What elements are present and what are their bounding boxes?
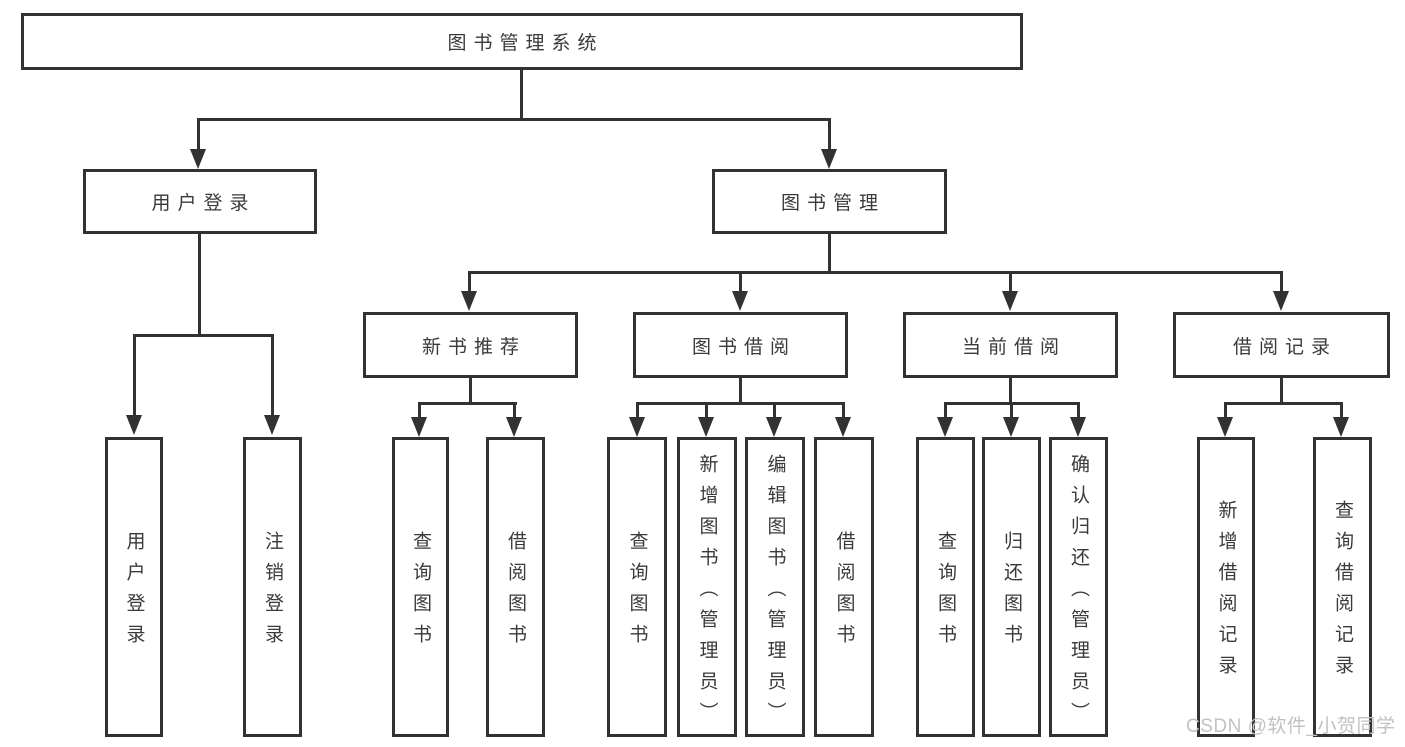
leaf-bb-borrow-book: 借阅图书	[814, 437, 874, 737]
connector-to-leaf-cb-confirm	[1077, 402, 1080, 418]
arrowhead-to-borrow-record	[1273, 291, 1289, 311]
node-current-borrow: 当前借阅	[903, 312, 1118, 378]
connector-book-management-stem	[828, 233, 831, 274]
leaf-logout-label: 注销登录	[262, 531, 283, 655]
leaf-nb-borrow-book: 借阅图书	[486, 437, 545, 737]
connector-to-leaf-br-query	[1340, 402, 1343, 418]
connector-to-leaf-bb-add	[705, 402, 708, 418]
leaf-nb-query-book: 查询图书	[392, 437, 449, 737]
leaf-cb-return-book: 归还图书	[982, 437, 1041, 737]
leaf-bb-add-book-admin-label: 新增图书（管理员）	[696, 453, 718, 733]
connector-user-login-stem	[198, 233, 201, 337]
leaf-cb-query-book-label: 查询图书	[935, 531, 956, 655]
node-borrow-record: 借阅记录	[1173, 312, 1390, 378]
connector-to-leaf-nb-borrow	[513, 402, 516, 418]
arrowhead-to-user-login	[190, 149, 206, 169]
connector-root-to-book-management	[828, 118, 831, 152]
leaf-br-add-record: 新增借阅记录	[1197, 437, 1255, 737]
arrowhead-to-leaf-cb-confirm	[1070, 417, 1086, 437]
connector-to-leaf-br-add	[1224, 402, 1227, 418]
arrowhead-to-leaf-nb-borrow	[506, 417, 522, 437]
arrowhead-to-book-management	[821, 149, 837, 169]
leaf-cb-confirm-return-admin-label: 确认归还（管理员）	[1068, 453, 1089, 733]
connector-new-book-recommend-stem	[469, 378, 472, 405]
node-book-borrow-label: 图书借阅	[691, 336, 796, 358]
connector-to-leaf-bb-edit	[773, 402, 776, 418]
leaf-bb-query-book-label: 查询图书	[626, 531, 648, 655]
leaf-nb-borrow-book-label: 借阅图书	[505, 531, 526, 655]
leaf-br-add-record-label: 新增借阅记录	[1215, 500, 1237, 686]
connector-root-crossbar	[197, 118, 831, 121]
arrowhead-to-leaf-bb-add	[698, 417, 714, 437]
arrowhead-to-leaf-bb-borrow	[835, 417, 851, 437]
arrowhead-to-leaf-br-query	[1333, 417, 1349, 437]
connector-borrow-record-crossbar	[1224, 402, 1343, 405]
connector-to-borrow-record	[1280, 271, 1283, 293]
connector-root-stem	[520, 69, 523, 119]
node-root-system: 图书管理系统	[21, 13, 1023, 70]
arrowhead-to-current-borrow	[1002, 291, 1018, 311]
connector-to-leaf-nb-query	[418, 402, 421, 418]
arrowhead-to-leaf-logout	[264, 415, 280, 435]
leaf-cb-query-book: 查询图书	[916, 437, 975, 737]
arrowhead-to-leaf-cb-return	[1003, 417, 1019, 437]
node-user-login: 用户登录	[83, 169, 317, 234]
node-new-book-recommend-label: 新书推荐	[421, 336, 526, 358]
leaf-bb-query-book: 查询图书	[607, 437, 667, 737]
arrowhead-to-leaf-bb-query	[629, 417, 645, 437]
connector-to-leaf-logout	[271, 334, 274, 417]
connector-to-current-borrow	[1009, 271, 1012, 293]
arrowhead-to-leaf-user-login	[126, 415, 142, 435]
arrowhead-to-new-book-recommend	[461, 291, 477, 311]
leaf-user-login-label: 用户登录	[123, 531, 145, 655]
arrowhead-to-leaf-cb-query	[937, 417, 953, 437]
node-borrow-record-label: 借阅记录	[1232, 336, 1337, 358]
node-root-system-label: 图书管理系统	[447, 33, 604, 54]
node-user-login-label: 用户登录	[151, 193, 256, 214]
node-book-borrow: 图书借阅	[633, 312, 848, 378]
leaf-bb-edit-book-admin-label: 编辑图书（管理员）	[764, 453, 786, 733]
connector-to-book-borrow	[739, 271, 742, 293]
arrowhead-to-leaf-nb-query	[411, 417, 427, 437]
connector-to-leaf-user-login	[133, 334, 136, 417]
connector-to-leaf-cb-return	[1010, 402, 1013, 418]
connector-new-book-recommend-crossbar	[418, 402, 517, 405]
leaf-cb-confirm-return-admin: 确认归还（管理员）	[1049, 437, 1108, 737]
connector-book-borrow-stem	[739, 378, 742, 405]
connector-user-login-crossbar	[133, 334, 274, 337]
node-book-management: 图书管理	[712, 169, 947, 234]
node-new-book-recommend: 新书推荐	[363, 312, 578, 378]
leaf-br-query-record: 查询借阅记录	[1313, 437, 1372, 737]
arrowhead-to-leaf-bb-edit	[766, 417, 782, 437]
arrowhead-to-leaf-br-add	[1217, 417, 1233, 437]
connector-book-borrow-crossbar	[636, 402, 845, 405]
leaf-bb-add-book-admin: 新增图书（管理员）	[677, 437, 737, 737]
connector-borrow-record-stem	[1280, 378, 1283, 405]
connector-to-leaf-cb-query	[944, 402, 947, 418]
connector-root-to-user-login	[197, 118, 200, 152]
leaf-cb-return-book-label: 归还图书	[1001, 531, 1022, 655]
csdn-watermark: CSDN @软件_小贺同学	[1186, 716, 1396, 737]
leaf-br-query-record-label: 查询借阅记录	[1332, 500, 1353, 686]
leaf-bb-edit-book-admin: 编辑图书（管理员）	[745, 437, 805, 737]
leaf-user-login: 用户登录	[105, 437, 163, 737]
leaf-logout: 注销登录	[243, 437, 302, 737]
leaf-bb-borrow-book-label: 借阅图书	[833, 531, 855, 655]
node-current-borrow-label: 当前借阅	[961, 336, 1066, 358]
arrowhead-to-book-borrow	[732, 291, 748, 311]
node-book-management-label: 图书管理	[780, 193, 885, 214]
connector-to-leaf-bb-query	[636, 402, 639, 418]
connector-to-leaf-bb-borrow	[842, 402, 845, 418]
connector-book-management-crossbar	[468, 271, 1283, 274]
leaf-nb-query-book-label: 查询图书	[410, 531, 431, 655]
connector-current-borrow-stem	[1009, 378, 1012, 405]
connector-to-new-book-recommend	[468, 271, 471, 293]
